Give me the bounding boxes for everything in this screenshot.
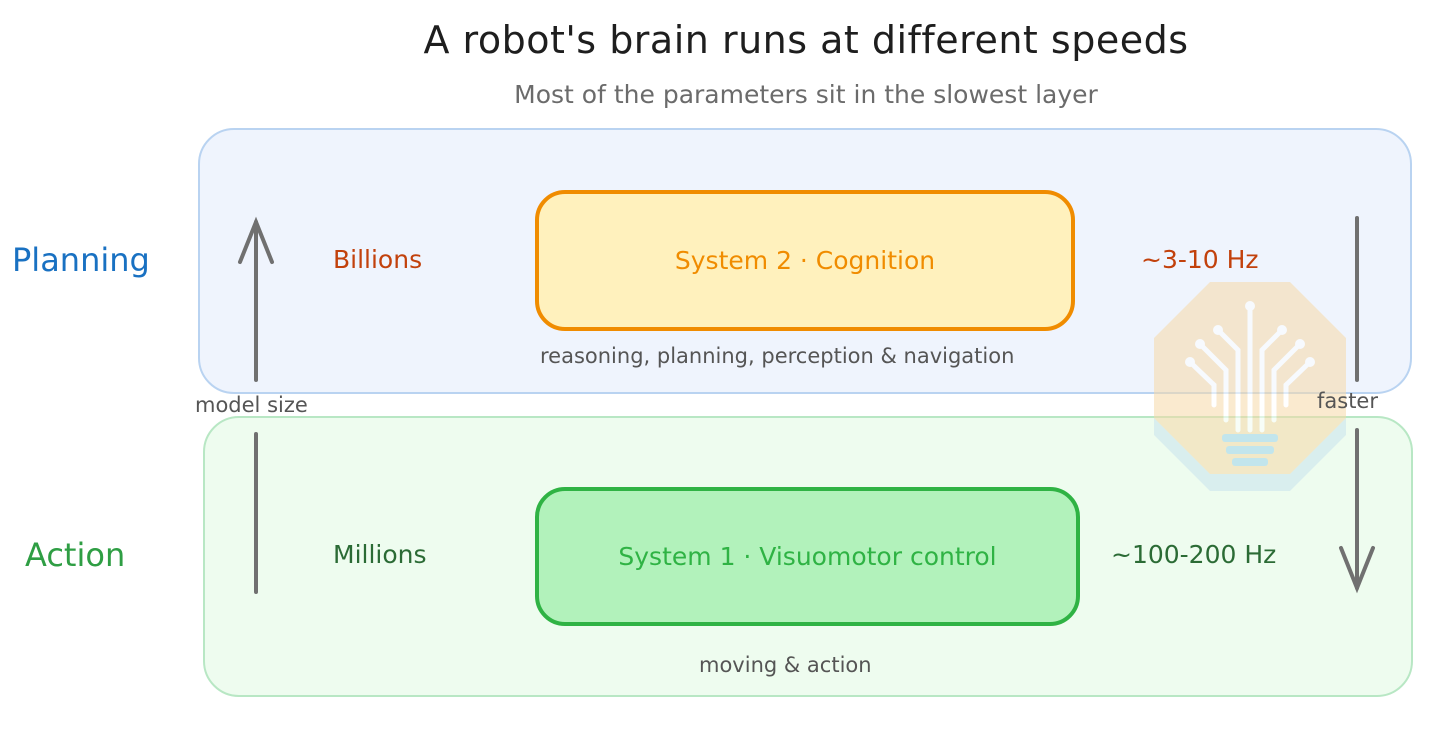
system1-visuomotor-box: System 1 · Visuomotor control bbox=[535, 487, 1080, 626]
arrow-up-icon bbox=[238, 216, 274, 594]
system1-label: System 1 · Visuomotor control bbox=[618, 542, 997, 571]
model-size-axis-label: model size bbox=[195, 393, 308, 417]
diagram-subtitle: Most of the parameters sit in the slowes… bbox=[514, 80, 1098, 109]
system1-frequency: ~100-200 Hz bbox=[1111, 540, 1277, 569]
faster-axis-label: faster bbox=[1317, 389, 1378, 413]
planning-layer-label: Planning bbox=[12, 241, 150, 279]
action-layer-label: Action bbox=[25, 536, 126, 574]
system2-description: reasoning, planning, perception & naviga… bbox=[540, 344, 1015, 368]
system1-description: moving & action bbox=[699, 653, 872, 677]
system2-cognition-box: System 2 · Cognition bbox=[535, 190, 1075, 331]
diagram-title: A robot's brain runs at different speeds bbox=[423, 18, 1189, 62]
planning-model-size: Billions bbox=[333, 245, 423, 274]
action-model-size: Millions bbox=[333, 540, 427, 569]
system2-label: System 2 · Cognition bbox=[674, 246, 936, 275]
system2-frequency: ~3-10 Hz bbox=[1141, 245, 1259, 274]
arrow-down-icon bbox=[1339, 216, 1375, 594]
